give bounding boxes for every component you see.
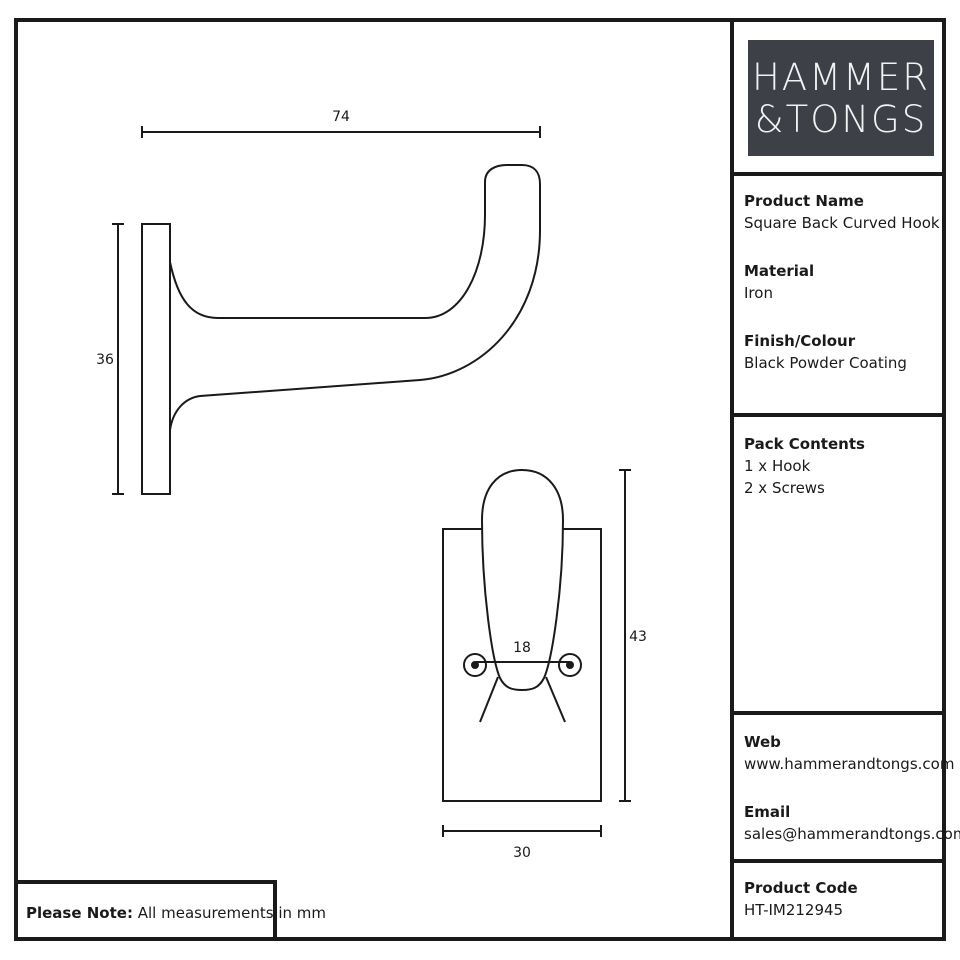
material-block: Material Iron [744,260,814,304]
logo-box: HAMMER &TONGS [730,18,946,176]
screw-hole-left [471,661,479,669]
finish-value: Black Powder Coating [744,354,907,372]
screw-hole-right [566,661,574,669]
note-text: Please Note: All measurements in mm [26,904,326,922]
measurement-note: Please Note: All measurements in mm [14,880,326,941]
dim-front-height: 43 [629,629,647,645]
email-label: Email [744,803,791,821]
note-body: All measurements in mm [137,904,327,922]
email-link[interactable]: sales@hammerandtongs.com [744,825,960,843]
brand-logo: HAMMER &TONGS [748,40,934,156]
product-code-value: HT-IM212945 [744,901,844,919]
product-code-box: Product Code HT-IM212945 [730,863,946,941]
material-label: Material [744,262,815,280]
finish-block: Finish/Colour Black Powder Coating [744,330,907,374]
pack-item: 2 x Screws [744,479,825,497]
dim-hole-spacing: 18 [513,640,531,656]
brand-line-2: &TONGS [754,98,928,141]
drawing-frame [14,18,946,941]
product-name-label: Product Name [744,192,864,210]
material-value: Iron [744,284,773,302]
pack-item: 1 x Hook [744,457,811,475]
product-code-block: Product Code HT-IM212945 [744,877,858,921]
pack-contents-block: Pack Contents 1 x Hook 2 x Screws [744,433,865,499]
side-view-hook-arm [169,164,541,431]
finish-label: Finish/Colour [744,332,856,350]
front-view-hook [480,468,565,692]
product-name-value: Square Back Curved Hook [744,214,940,232]
web-label: Web [744,733,781,751]
product-code-label: Product Code [744,879,858,897]
dim-side-height: 36 [96,352,114,368]
product-name-block: Product Name Square Back Curved Hook [744,190,940,234]
info-sidebar: HAMMER &TONGS Product Name Square Back C… [730,18,960,941]
web-block: Web www.hammerandtongs.com [744,731,954,775]
dim-side-length: 74 [332,109,350,125]
product-info-box: Product Name Square Back Curved Hook Mat… [730,176,946,417]
note-label: Please Note: [26,904,133,922]
pack-contents-label: Pack Contents [744,435,865,453]
dim-front-width: 30 [513,845,531,861]
side-view-backplate [141,223,171,495]
contact-box: Web www.hammerandtongs.com Email sales@h… [730,715,960,863]
email-block: Email sales@hammerandtongs.com [744,801,960,845]
pack-contents-box: Pack Contents 1 x Hook 2 x Screws [730,417,946,715]
web-link[interactable]: www.hammerandtongs.com [744,755,955,773]
brand-line-1: HAMMER [751,56,931,99]
